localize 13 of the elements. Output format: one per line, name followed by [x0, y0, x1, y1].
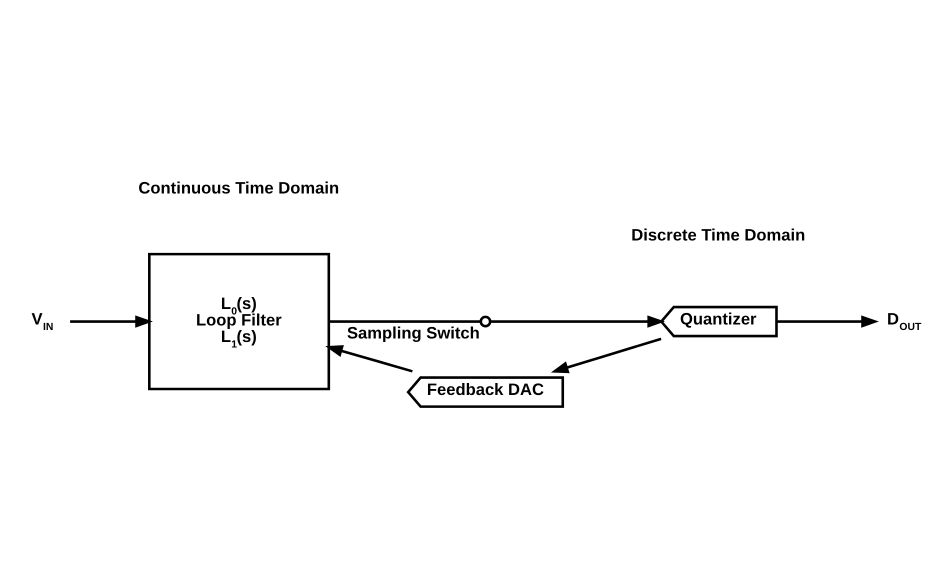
node-label: Sampling Switch — [346, 322, 480, 342]
connector — [329, 320, 481, 322]
label: Continuous Time Domain — [138, 178, 340, 198]
node-box: L$_{0}$(s) Loop Filter L$_{1}$(s) — [148, 252, 330, 390]
arrow — [550, 337, 662, 373]
node-text: D$_{OUT}$ — [886, 308, 922, 332]
arrow — [70, 314, 153, 328]
node-switch — [480, 315, 492, 328]
arrow — [776, 314, 879, 328]
label: Discrete Time Domain — [631, 224, 806, 244]
arrow — [325, 344, 413, 372]
arrow — [490, 314, 666, 328]
node-text: V$_{IN}$ — [32, 308, 54, 332]
